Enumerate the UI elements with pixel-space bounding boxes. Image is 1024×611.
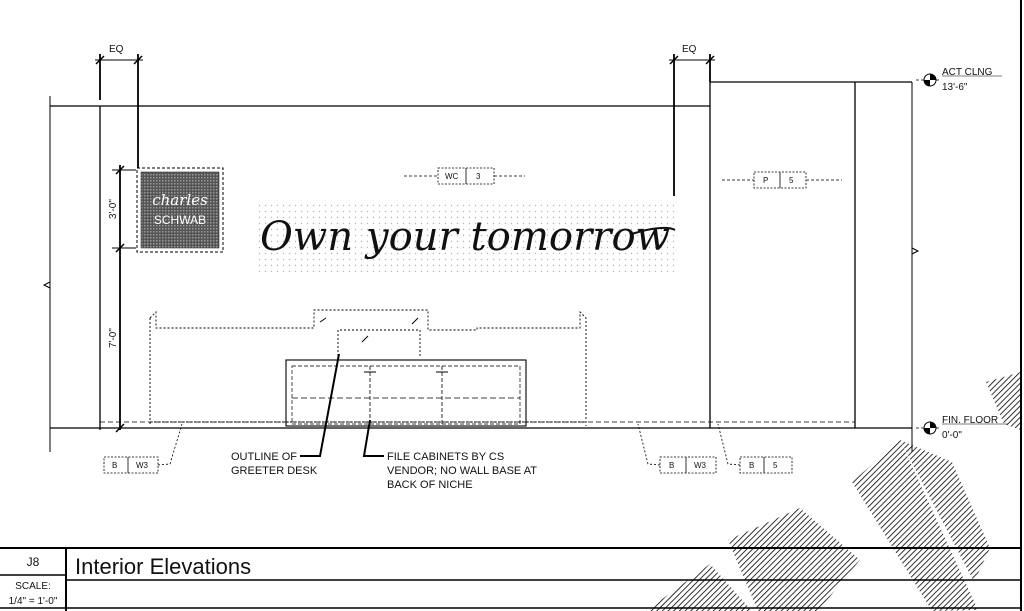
file-cabinets	[285, 359, 527, 427]
svg-text:SCHWAB: SCHWAB	[154, 213, 206, 227]
schwab-logo: charles SCHWAB	[136, 167, 224, 253]
dimension-7ft: 7'-0"	[108, 328, 119, 348]
svg-text:B: B	[749, 461, 754, 470]
title-block	[0, 547, 1021, 611]
level-marker-ceiling: ACT CLNG 13'-6"	[916, 67, 1002, 93]
svg-text:P: P	[763, 176, 768, 185]
svg-text:13'-6": 13'-6"	[942, 82, 968, 93]
svg-text:W3: W3	[694, 461, 707, 470]
scale-value: 1/4" = 1'-0"	[9, 596, 58, 607]
dimension-3ft: 3'-0"	[108, 199, 119, 219]
svg-text:B: B	[112, 461, 117, 470]
svg-text:3: 3	[476, 172, 481, 181]
scale-label: SCALE:	[15, 581, 51, 592]
eq-dimension-left	[95, 54, 143, 168]
eq-label-left: EQ	[109, 44, 124, 55]
eq-label-right: EQ	[682, 44, 697, 55]
eq-dimension-right	[669, 54, 715, 196]
note-file-cabinets: FILE CABINETS BY CS VENDOR; NO WALL BASE…	[387, 451, 540, 491]
tag-paint: P 5	[722, 171, 842, 189]
wall-graphic: Own your tomorrow	[255, 200, 676, 272]
svg-text:B: B	[669, 461, 674, 470]
tag-base-right: B 5	[717, 423, 793, 474]
drawing-title: Interior Elevations	[75, 554, 251, 579]
svg-text:0'-0": 0'-0"	[942, 430, 962, 441]
svg-text:FIN. FLOOR: FIN. FLOOR	[942, 415, 998, 426]
wall-outline	[42, 81, 920, 452]
svg-text:5: 5	[773, 461, 778, 470]
tag-base-left: B W3	[103, 423, 183, 474]
svg-text:W3: W3	[136, 461, 149, 470]
svg-text:WC: WC	[445, 172, 459, 181]
svg-text:Own your tomorrow: Own your tomorrow	[260, 214, 670, 260]
vertical-dimension	[112, 165, 136, 433]
svg-text:charles: charles	[152, 191, 208, 209]
greeter-desk-outline	[149, 309, 587, 426]
drawing-number: J8	[27, 555, 40, 569]
stamp-watermark	[646, 372, 1021, 611]
note-greeter-desk: OUTLINE OF GREETER DESK	[231, 451, 318, 477]
svg-text:5: 5	[789, 176, 794, 185]
note-leaders	[300, 353, 384, 457]
tag-wall-covering: WC 3	[404, 167, 525, 185]
svg-text:ACT CLNG: ACT CLNG	[942, 67, 993, 78]
greeter-desk-detail	[319, 317, 419, 343]
tag-base-mid: B W3	[637, 423, 717, 474]
level-marker-floor: FIN. FLOOR 0'-0"	[916, 415, 1008, 441]
